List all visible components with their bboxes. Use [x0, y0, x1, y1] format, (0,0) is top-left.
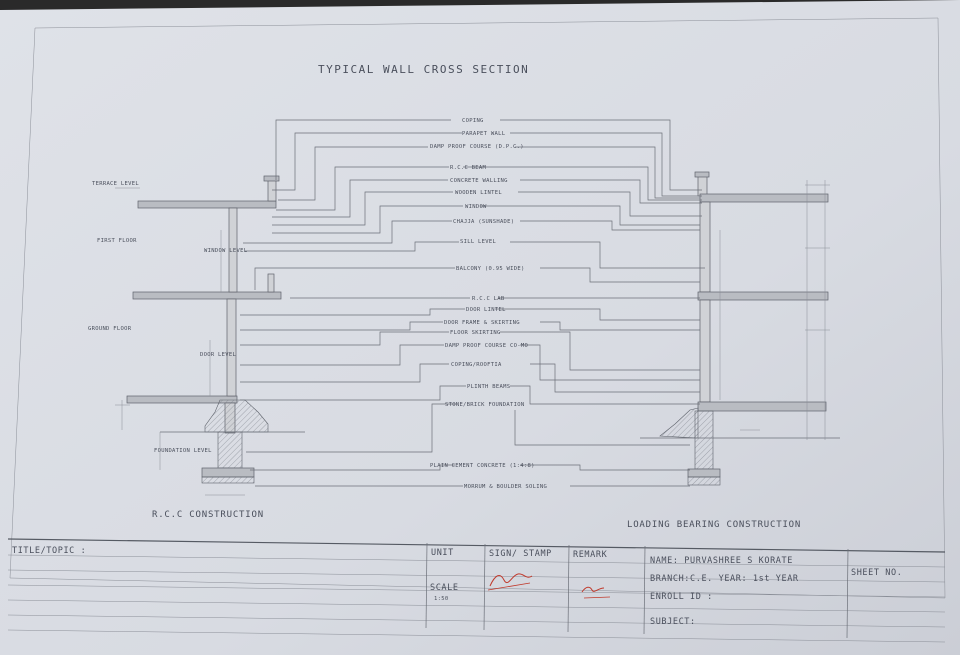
label-first-floor: FIRST FLOOR — [97, 238, 137, 244]
scale-label: SCALE — [430, 583, 459, 593]
callout-labels: COPING PARAPET WALL DAMP PROOF COURSE (D… — [430, 118, 547, 490]
callout-dpc-2: DAMP PROOF COURSE CO-MO — [445, 343, 528, 349]
left-structure — [115, 175, 305, 496]
callout-dpc: DAMP PROOF COURSE (D.P.C.) — [430, 144, 524, 150]
callout-coping-rooftia: COPING/ROOFTIA — [451, 362, 502, 368]
callout-balcony: BALCONY (0.95 WIDE) — [456, 266, 525, 272]
callout-window: WINDOW — [465, 204, 487, 210]
caption-load-bearing: LOADING BEARING CONSTRUCTION — [627, 520, 801, 530]
callout-leaders-right — [463, 119, 705, 487]
unit-label: UNIT — [431, 548, 454, 558]
callout-coping: COPING — [462, 118, 484, 124]
name-field: NAME: PURVASHREE S KORATE — [650, 556, 793, 566]
title-topic-label: TITLE/TOPIC : — [12, 546, 86, 556]
callout-concrete-walling: CONCRETE WALLING — [450, 178, 508, 184]
label-ground-floor: GROUND FLOOR — [88, 326, 132, 332]
enrolment-field: ENROLL ID : — [650, 592, 713, 602]
callout-soling: MORRUM & BOULDER SOLING — [464, 484, 547, 490]
callout-pcc: PLAIN CEMENT CONCRETE (1:4:8) — [430, 463, 535, 469]
signature-mark — [487, 573, 533, 591]
callout-wooden-lintel: WOODEN LINTEL — [455, 190, 502, 196]
callout-sill-level: SILL LEVEL — [460, 239, 497, 245]
callout-foundation: STONE/BRICK FOUNDATION — [445, 402, 524, 408]
callout-door-lintel: DOOR LINTEL — [466, 307, 506, 313]
scale-value: 1:50 — [434, 596, 448, 602]
label-foundation-level: FOUNDATION LEVEL — [154, 448, 212, 454]
caption-rcc: R.C.C CONSTRUCTION — [152, 510, 264, 520]
remark-label: REMARK — [573, 550, 608, 560]
sheet-no-label: SHEET NO. — [851, 568, 902, 578]
right-structure — [640, 171, 840, 486]
label-door-level: DOOR LEVEL — [200, 352, 237, 358]
callout-rcc-beam: R.C.C BEAM — [450, 165, 487, 171]
callout-parapet-wall: PARAPET WALL — [462, 131, 506, 137]
title-block — [7, 538, 946, 643]
drawing-border — [9, 17, 946, 599]
callout-leaders — [240, 119, 470, 487]
branch-field: BRANCH:C.E. YEAR: 1st YEAR — [650, 574, 799, 584]
callout-door-frame: DOOR FRAME & SKIRTING — [444, 320, 520, 326]
label-terrace-level: TERRACE LEVEL — [92, 181, 139, 187]
drawing-title: TYPICAL WALL CROSS SECTION — [318, 63, 529, 76]
level-labels: TERRACE LEVEL FIRST FLOOR GROUND FLOOR W… — [88, 181, 248, 454]
label-window-level: WINDOW LEVEL — [204, 248, 248, 254]
sign-stamp-label: SIGN/ STAMP — [489, 549, 552, 559]
subject-field: SUBJECT: — [650, 617, 696, 627]
remark-mark — [581, 586, 611, 599]
callout-plinth-beams: PLINTH BEAMS — [467, 384, 510, 390]
callout-chajja: CHAJJA (SUNSHADE) — [453, 219, 514, 225]
callout-floor-skirting: FLOOR SKIRTING — [450, 330, 501, 336]
callout-rcc-slab: R.C.C LAB — [472, 296, 505, 302]
